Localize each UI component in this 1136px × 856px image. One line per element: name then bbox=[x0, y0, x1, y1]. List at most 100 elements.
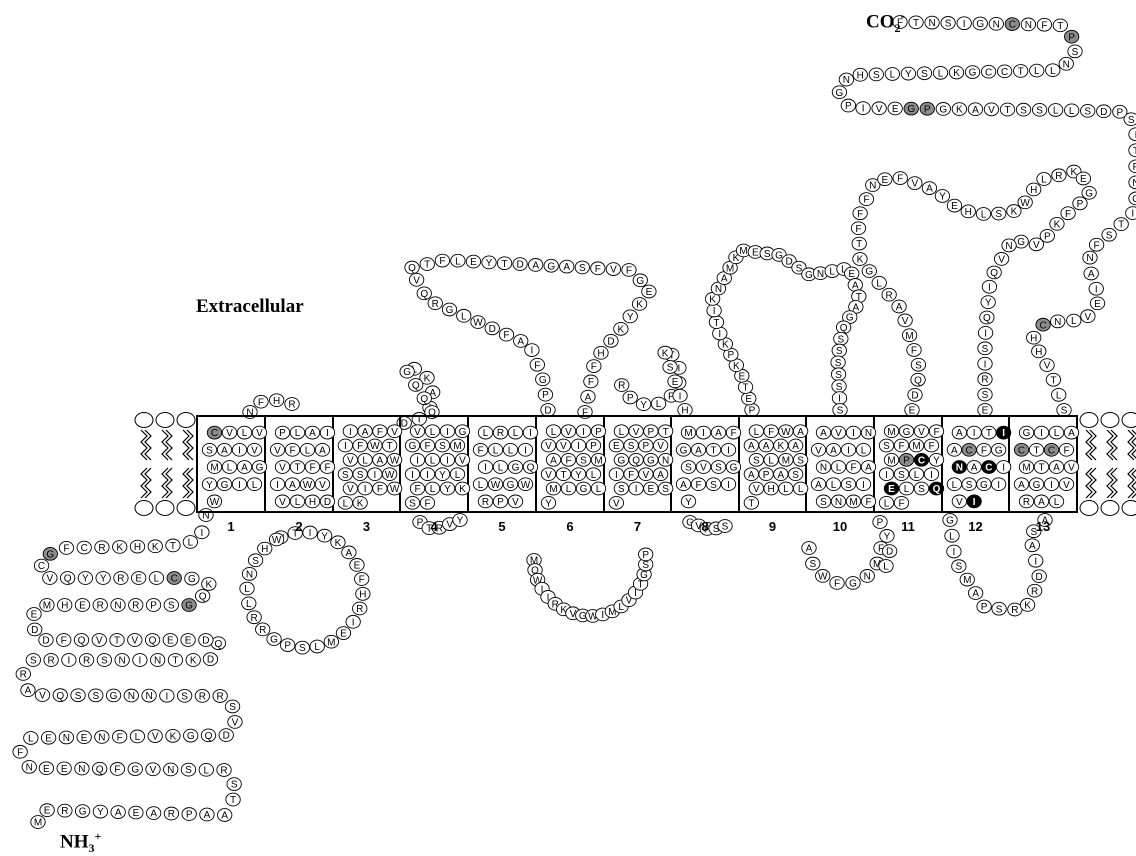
residue: G bbox=[75, 805, 89, 818]
residue: Q bbox=[60, 572, 74, 585]
residue-letter: A bbox=[830, 445, 837, 456]
residue-letter: S bbox=[995, 209, 1002, 220]
residue: C bbox=[914, 453, 928, 466]
residue: E bbox=[878, 173, 892, 186]
residue: G bbox=[676, 443, 690, 456]
helix-number: 8 bbox=[701, 519, 708, 534]
residue: L bbox=[831, 461, 845, 474]
residue-letter: P bbox=[845, 101, 852, 112]
residue-letter: V bbox=[347, 455, 354, 466]
residue: I bbox=[707, 304, 721, 317]
residue: Q bbox=[201, 729, 215, 742]
residue: A bbox=[358, 425, 372, 438]
residue-letter: P bbox=[642, 550, 649, 561]
residue-letter: N bbox=[869, 181, 876, 192]
residue-letter: F bbox=[981, 445, 987, 456]
residue-letter: Y bbox=[985, 298, 992, 309]
residue-letter: F bbox=[117, 732, 123, 743]
residue-letter: C bbox=[81, 543, 88, 554]
residue-letter: K bbox=[170, 731, 177, 742]
residue-letter: G bbox=[636, 276, 644, 287]
residue-letter: L bbox=[455, 256, 461, 267]
residue-letter: Y bbox=[627, 312, 634, 323]
residue: R bbox=[1027, 584, 1041, 597]
residue: L bbox=[1051, 388, 1065, 401]
residue: A bbox=[947, 443, 961, 456]
residue: I bbox=[1126, 207, 1136, 220]
residue-letter: E bbox=[135, 574, 142, 585]
residue-letter: S bbox=[667, 363, 674, 374]
residue-letter: I bbox=[1002, 428, 1005, 439]
residue: S bbox=[978, 342, 992, 355]
residue-letter: A bbox=[1029, 541, 1036, 552]
loop-i5: ASWFGNMF bbox=[802, 542, 888, 590]
lipid-head bbox=[135, 501, 153, 516]
residue: G bbox=[991, 443, 1005, 456]
residue: E bbox=[466, 255, 480, 268]
residue: V bbox=[315, 478, 329, 491]
residue: L bbox=[425, 425, 439, 438]
residue-letter: W bbox=[385, 470, 395, 481]
residue: H bbox=[764, 482, 778, 495]
residue-letter: I bbox=[997, 480, 1000, 491]
residue: Q bbox=[629, 453, 643, 466]
residue: D bbox=[485, 322, 499, 335]
residue: S bbox=[831, 356, 845, 369]
residue-letter: C bbox=[211, 428, 218, 439]
residue: I bbox=[673, 389, 687, 402]
residue-letter: V bbox=[815, 445, 822, 456]
residue-letter: I bbox=[838, 394, 841, 405]
residue: I bbox=[338, 439, 352, 452]
residue: K bbox=[1020, 598, 1034, 611]
residue: R bbox=[1052, 169, 1066, 182]
residue: C bbox=[77, 541, 91, 554]
residue: N bbox=[1083, 251, 1097, 264]
residue: K bbox=[949, 66, 963, 79]
residue: Q bbox=[145, 634, 159, 647]
residue: V bbox=[455, 453, 469, 466]
residue-letter: Y bbox=[100, 574, 107, 585]
residue: L bbox=[1067, 314, 1081, 327]
residue-letter: I bbox=[139, 656, 142, 667]
residue: D bbox=[908, 388, 922, 401]
residue: S bbox=[706, 478, 720, 491]
residue-letter: R bbox=[20, 670, 27, 681]
residue: L bbox=[933, 66, 947, 79]
residue-letter: P bbox=[727, 350, 734, 361]
residue: K bbox=[186, 654, 200, 667]
residue: I bbox=[856, 478, 870, 491]
residue-letter: I bbox=[344, 441, 347, 452]
residue: V bbox=[247, 443, 261, 456]
residue: A bbox=[952, 426, 966, 439]
residue-letter: I bbox=[862, 104, 865, 115]
residue: N bbox=[1002, 239, 1016, 252]
residue: S bbox=[718, 520, 732, 533]
residue-letter: V bbox=[657, 441, 664, 452]
residue: Q bbox=[836, 321, 850, 334]
residue-letter: K bbox=[636, 300, 643, 311]
residue: G bbox=[182, 599, 196, 612]
residue: A bbox=[528, 259, 542, 272]
n-terminus-charge: + bbox=[95, 829, 102, 843]
residue-letter: A bbox=[951, 445, 958, 456]
residue-letter: F bbox=[595, 264, 601, 275]
residue-letter: G bbox=[79, 807, 87, 818]
residue: V bbox=[541, 439, 555, 452]
residue-letter: C bbox=[1048, 445, 1055, 456]
residue-letter: S bbox=[580, 455, 587, 466]
residue: P bbox=[1073, 197, 1087, 210]
residue: S bbox=[435, 439, 449, 452]
residue-letter: T bbox=[713, 318, 719, 329]
residue-letter: E bbox=[951, 201, 958, 212]
residue-letter: Q bbox=[408, 263, 416, 274]
residue-letter: I bbox=[165, 691, 168, 702]
lipid-head bbox=[156, 413, 174, 428]
residue: L bbox=[947, 478, 961, 491]
residue: D bbox=[882, 545, 896, 558]
residue: L bbox=[561, 482, 575, 495]
residue: G bbox=[455, 425, 469, 438]
residue-letter: G bbox=[446, 305, 454, 316]
residue-letter: I bbox=[634, 588, 637, 599]
residue-letter: S bbox=[299, 643, 306, 654]
residue: S bbox=[978, 388, 992, 401]
